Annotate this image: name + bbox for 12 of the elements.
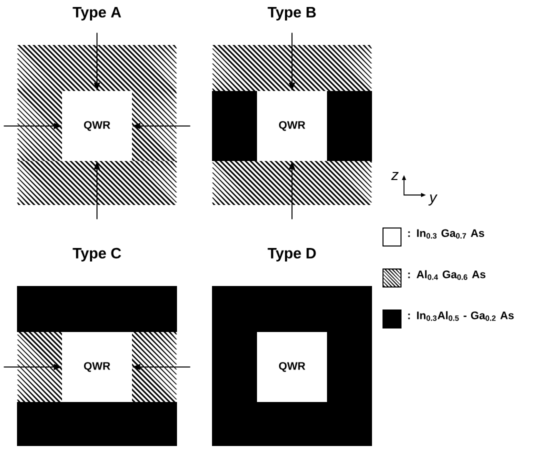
wire-square: QWR xyxy=(62,91,132,161)
legend-text: : Al$_{0.4}$ Ga$_{0.6}$ As xyxy=(408,270,486,280)
legend-text: : In$_{0.3}$Al$_{0.5}$ - Ga$_{0.2}$ As xyxy=(408,311,514,321)
wire-square: QWR xyxy=(257,332,327,402)
node-label: Type D xyxy=(268,248,316,262)
axis-label: z xyxy=(391,172,399,180)
wire-square: QWR xyxy=(257,91,327,161)
wire-square: QWR xyxy=(62,332,132,402)
legend-text: : In$_{0.3}$ Ga$_{0.7}$ As xyxy=(408,229,484,239)
node-label: Type C xyxy=(72,248,122,262)
axis-label: y xyxy=(428,194,438,206)
node-label: Type B xyxy=(268,7,316,20)
